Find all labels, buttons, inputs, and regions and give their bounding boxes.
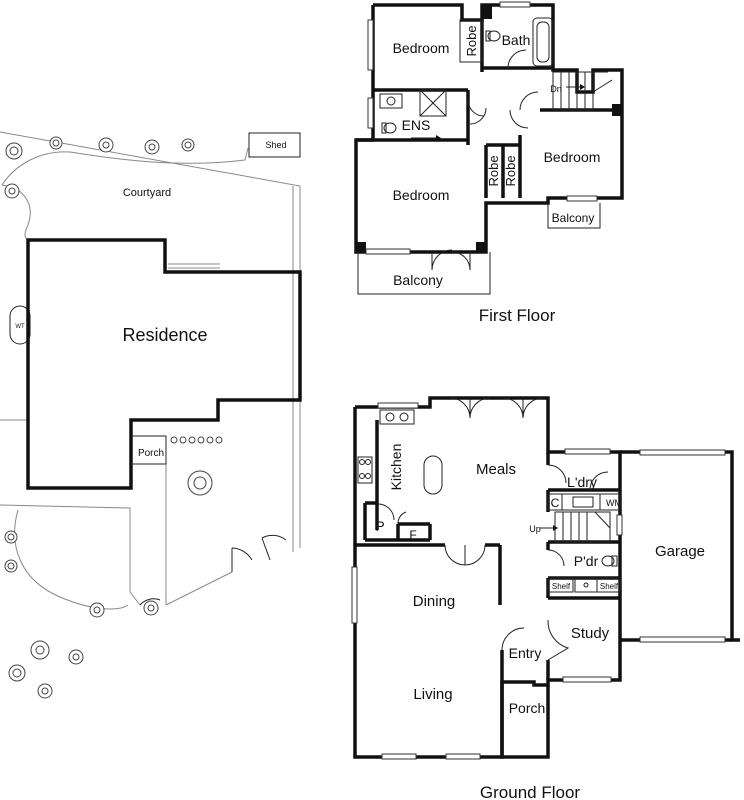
label-p: P (375, 518, 384, 534)
label-robe-top: Robe (464, 25, 479, 56)
label-bath: Bath (502, 32, 531, 48)
courtyard-label: Courtyard (123, 187, 171, 199)
sink (379, 409, 415, 425)
site-boundary (0, 131, 301, 548)
gate-arc (231, 547, 253, 572)
water-tank (9, 305, 31, 345)
label-robe-b: Robe (503, 155, 518, 186)
stairs-ground (554, 511, 611, 543)
ground-floor-plan: Kitchen Meals L'dry C WM P F Up Garage P… (351, 396, 740, 800)
vanity (379, 93, 403, 109)
garden-bed-north (1, 147, 249, 186)
label-living: Living (413, 686, 452, 703)
label-shelf-a: Shelf (552, 582, 571, 591)
first-floor-title: First Floor (479, 306, 556, 325)
garden-bed-south (14, 509, 129, 610)
residence-outline (26, 238, 302, 490)
label-entry: Entry (509, 645, 542, 661)
label-kitchen: Kitchen (388, 444, 404, 491)
label-laundry: L'dry (567, 474, 597, 490)
label-bedroom-nw: Bedroom (393, 40, 450, 56)
shower (419, 89, 447, 117)
site-plan: WT Shed Courtyard Residence Porch (0, 131, 302, 699)
ground-floor-title: Ground Floor (480, 783, 580, 800)
balcony-small-outline (547, 203, 601, 229)
label-balcony-large: Balcony (393, 272, 443, 288)
cooktop (357, 456, 373, 484)
label-garage: Garage (655, 543, 705, 560)
residence-label: Residence (122, 325, 207, 345)
plant-row (170, 436, 223, 444)
label-meals: Meals (476, 461, 516, 478)
shed (248, 132, 301, 158)
toilet (487, 30, 501, 42)
label-c: C (551, 496, 560, 510)
bathtub (532, 17, 554, 67)
label-bedroom-se: Bedroom (544, 149, 601, 165)
label-f: F (409, 528, 416, 542)
label-robe-a: Robe (486, 155, 501, 186)
label-porch: Porch (509, 700, 546, 716)
label-study: Study (571, 625, 610, 642)
label-pdr: P'dr (574, 553, 599, 569)
label-bedroom-sw: Bedroom (393, 187, 450, 203)
door-arc (467, 99, 485, 117)
shed-label: Shed (265, 140, 286, 150)
porch-walls (500, 682, 550, 759)
label-ens: ENS (402, 117, 431, 133)
site-porch-label: Porch (138, 448, 164, 459)
label-up: Up (529, 524, 541, 534)
wt-label: WT (15, 324, 25, 330)
trees (4, 136, 213, 699)
stairs-first (552, 71, 613, 111)
label-dn: Dn (550, 84, 562, 94)
label-balcony-small: Balcony (552, 211, 595, 225)
label-shelf-b: Shelf (600, 582, 619, 591)
door-arc (449, 397, 471, 419)
balcony-large-outline (357, 252, 491, 295)
label-wm: WM (606, 498, 622, 508)
kitchen-island (423, 455, 443, 495)
first-floor-plan: Bedroom Robe Bath Dn ENS Bedroom Robe Ro… (354, 1, 624, 325)
label-dining: Dining (413, 593, 456, 610)
